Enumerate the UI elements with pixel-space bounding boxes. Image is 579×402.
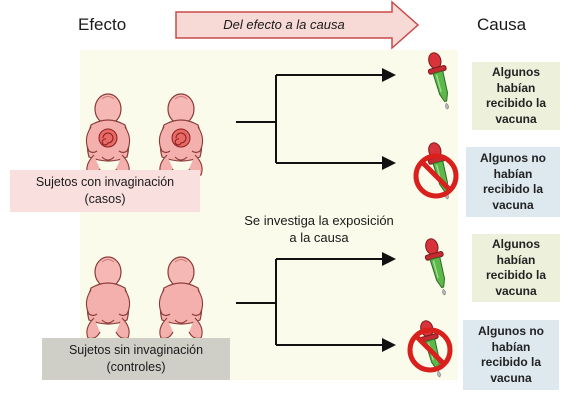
cases-label-line1: Sujetos con invaginación xyxy=(35,175,175,189)
cases-label-line2: (casos) xyxy=(84,192,126,206)
lower-connector xyxy=(236,258,382,346)
exposure-caption-line1: Se investiga la exposición xyxy=(244,213,394,228)
controls-label-line2: (controles) xyxy=(106,360,166,374)
arrow-right-icon xyxy=(382,252,396,266)
effect-heading: Efecto xyxy=(78,15,127,34)
outcome-not-vaccinated-cases: Algunos no habían recibido la vacuna xyxy=(466,147,560,217)
exposure-caption: Se investiga la exposición a la causa xyxy=(234,212,404,246)
arrow-right-icon xyxy=(382,338,396,352)
arrow-right-icon xyxy=(382,156,396,170)
controls-label-line1: Sujetos sin invaginación xyxy=(68,343,204,357)
dropper-icon xyxy=(420,236,455,298)
controls-label: Sujetos sin invaginación (controles) xyxy=(42,338,230,380)
baby-icon xyxy=(158,93,204,176)
direction-banner-label: Del efecto a la causa xyxy=(223,17,345,32)
exposure-caption-line2: a la causa xyxy=(289,230,349,245)
outcome-vaccinated-cases: Algunos habían recibido la vacuna xyxy=(472,62,560,130)
outcome-vaccinated-controls: Algunos habían recibido la vacuna xyxy=(472,234,560,302)
cause-heading: Causa xyxy=(477,15,527,34)
direction-banner-arrow xyxy=(175,0,420,50)
dropper-icon xyxy=(423,50,458,112)
baby-icon xyxy=(85,93,131,176)
cases-label: Sujetos con invaginación (casos) xyxy=(10,170,200,212)
arrow-right-icon xyxy=(382,68,396,82)
outcome-not-vaccinated-controls: Algunos no habían recibido la vacuna xyxy=(463,320,559,390)
baby-icon xyxy=(85,256,131,339)
baby-icon xyxy=(158,256,204,339)
upper-connector xyxy=(236,74,382,164)
